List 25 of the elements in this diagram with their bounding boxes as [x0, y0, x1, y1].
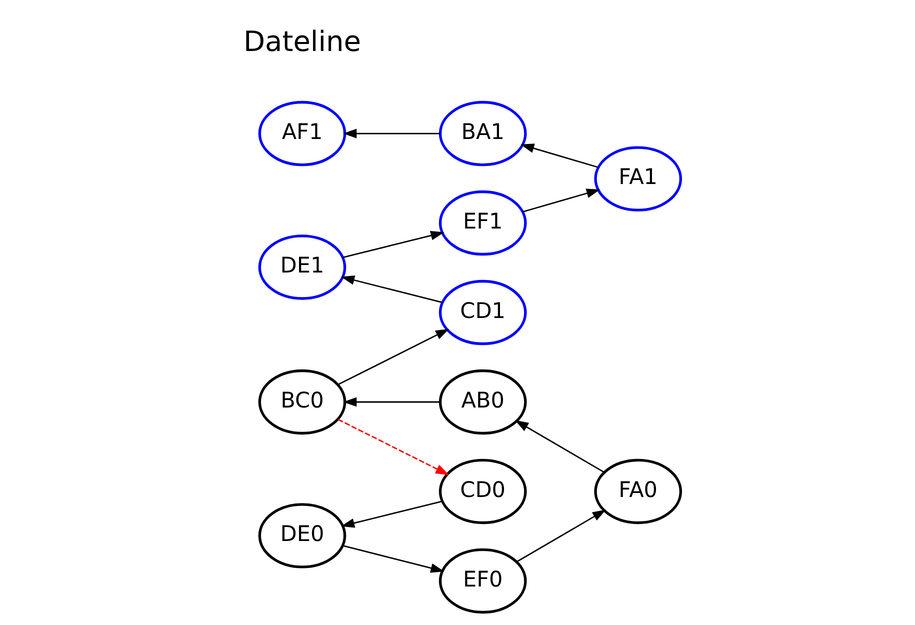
arrow — [340, 500, 442, 528]
arrow — [522, 188, 600, 212]
node-ellipse: BA1 — [438, 100, 527, 166]
arrow — [340, 275, 442, 304]
arrow — [338, 328, 450, 386]
arrow — [343, 128, 440, 138]
arrow — [342, 230, 444, 258]
node-ellipse: AF1 — [258, 100, 346, 166]
node-ellipse: CD0 — [438, 458, 527, 524]
label: Dateline — [243, 24, 362, 58]
node-ellipse: DE0 — [258, 503, 346, 568]
arrow — [520, 144, 599, 168]
arrow — [516, 510, 606, 562]
node-ellipse: DE1 — [258, 234, 346, 300]
node-ellipse: FA1 — [594, 146, 682, 212]
node-ellipse: FA0 — [594, 458, 682, 524]
arrow — [514, 420, 605, 473]
node-ellipse: EF0 — [438, 548, 527, 614]
arrow — [343, 397, 440, 407]
node-ellipse: EF1 — [438, 190, 527, 256]
node-ellipse: CD1 — [438, 280, 527, 346]
arrow — [342, 545, 444, 573]
arrow — [338, 418, 450, 476]
node-ellipse: BC0 — [258, 369, 346, 435]
node-ellipse: AB0 — [438, 369, 527, 435]
